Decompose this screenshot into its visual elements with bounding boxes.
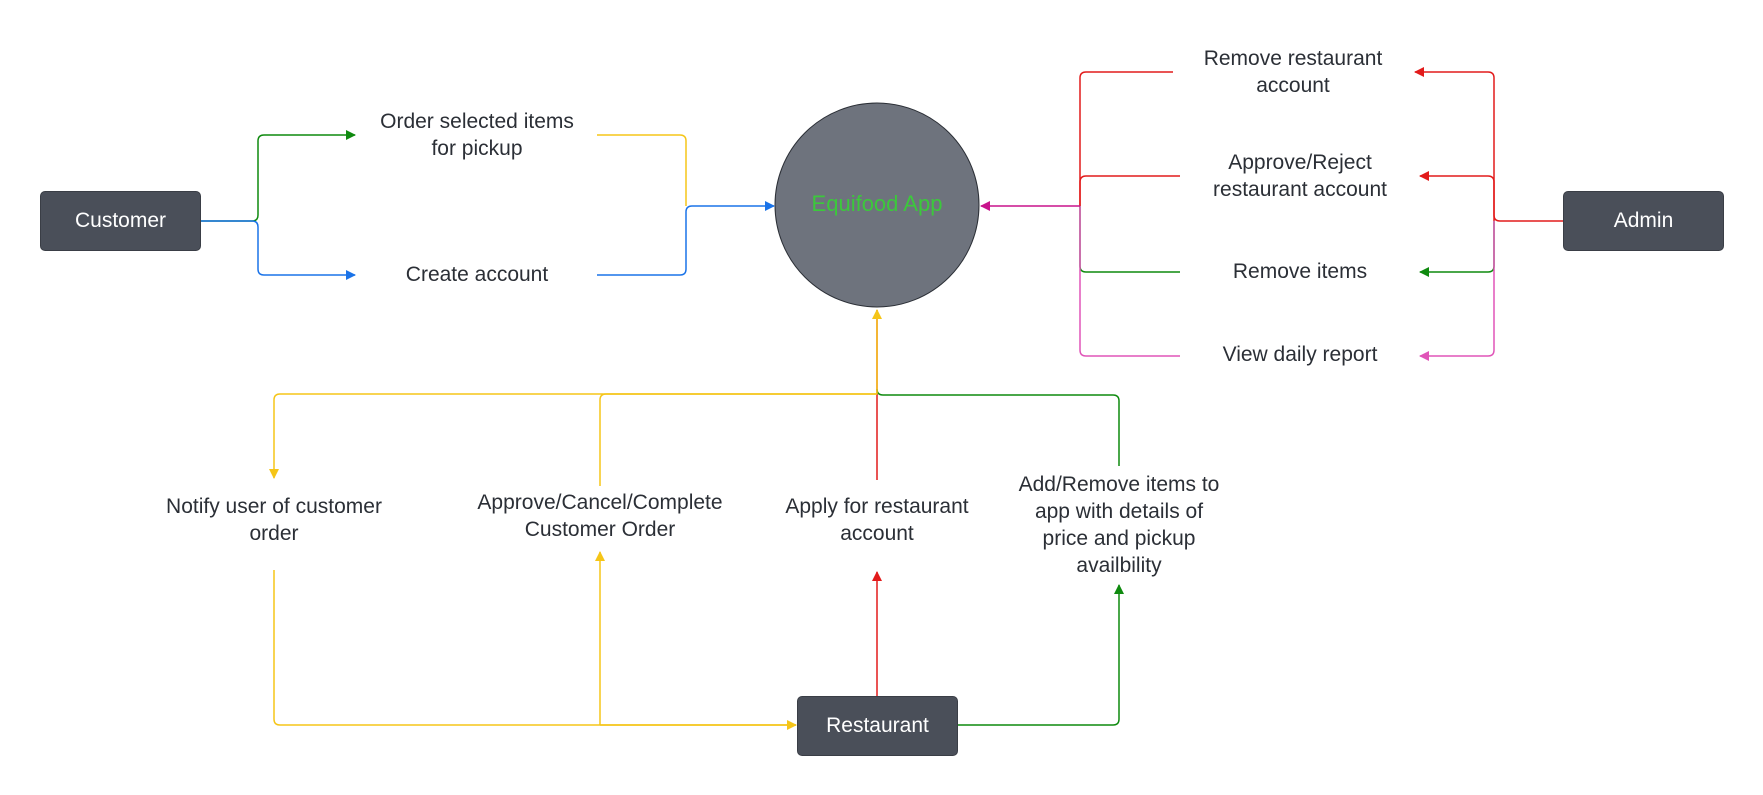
connector-restaurant-to-add-remove [958,584,1124,726]
action-create-account: Create account [405,263,549,286]
connector-view-report-to-app [1079,206,1180,357]
connector-admin-to-view-report [1419,221,1495,361]
connector-create-account-to-app [597,201,775,276]
connector-restaurant-to-notify [273,570,796,726]
connector-admin-to-remove-items [1419,221,1495,277]
action-remove-items: Remove items [1232,260,1368,283]
connector-order-to-app [597,134,687,206]
connector-customer-to-create-account [200,220,356,280]
connector-app-to-notify [269,393,877,479]
action-order-items: Order selected items for pickup [380,110,574,160]
connector-admin-to-approve-reject [1419,171,1495,221]
restaurant-node: Restaurant [797,696,958,756]
admin-node: Admin [1563,191,1724,251]
connector-add-remove-to-app [876,388,1120,466]
connector-admin-to-remove-restaurant [1414,67,1563,222]
connector-remove-items-to-app [1079,206,1180,273]
action-remove-restaurant: Remove restaurant account [1203,47,1383,97]
action-notify-user: Notify user of customer order [166,495,382,545]
equifood-app-circle [774,102,980,308]
connector-customer-to-order [200,130,356,222]
action-apply-restaurant-account: Apply for restaurant account [785,495,969,545]
action-add-remove-items: Add/Remove items to app with details of … [1018,473,1220,577]
action-approve-reject: Approve/Reject restaurant account [1213,151,1387,201]
equifood-app-label: Equifood App [811,191,943,216]
connector-approve-cancel-to-app [599,393,877,486]
action-view-report: View daily report [1222,343,1378,366]
customer-node: Customer [40,191,201,251]
action-approve-cancel-complete: Approve/Cancel/Complete Customer Order [477,491,723,541]
connector-remove-restaurant-to-app [1079,71,1173,206]
connector-approve-reject-to-app [1079,175,1180,206]
